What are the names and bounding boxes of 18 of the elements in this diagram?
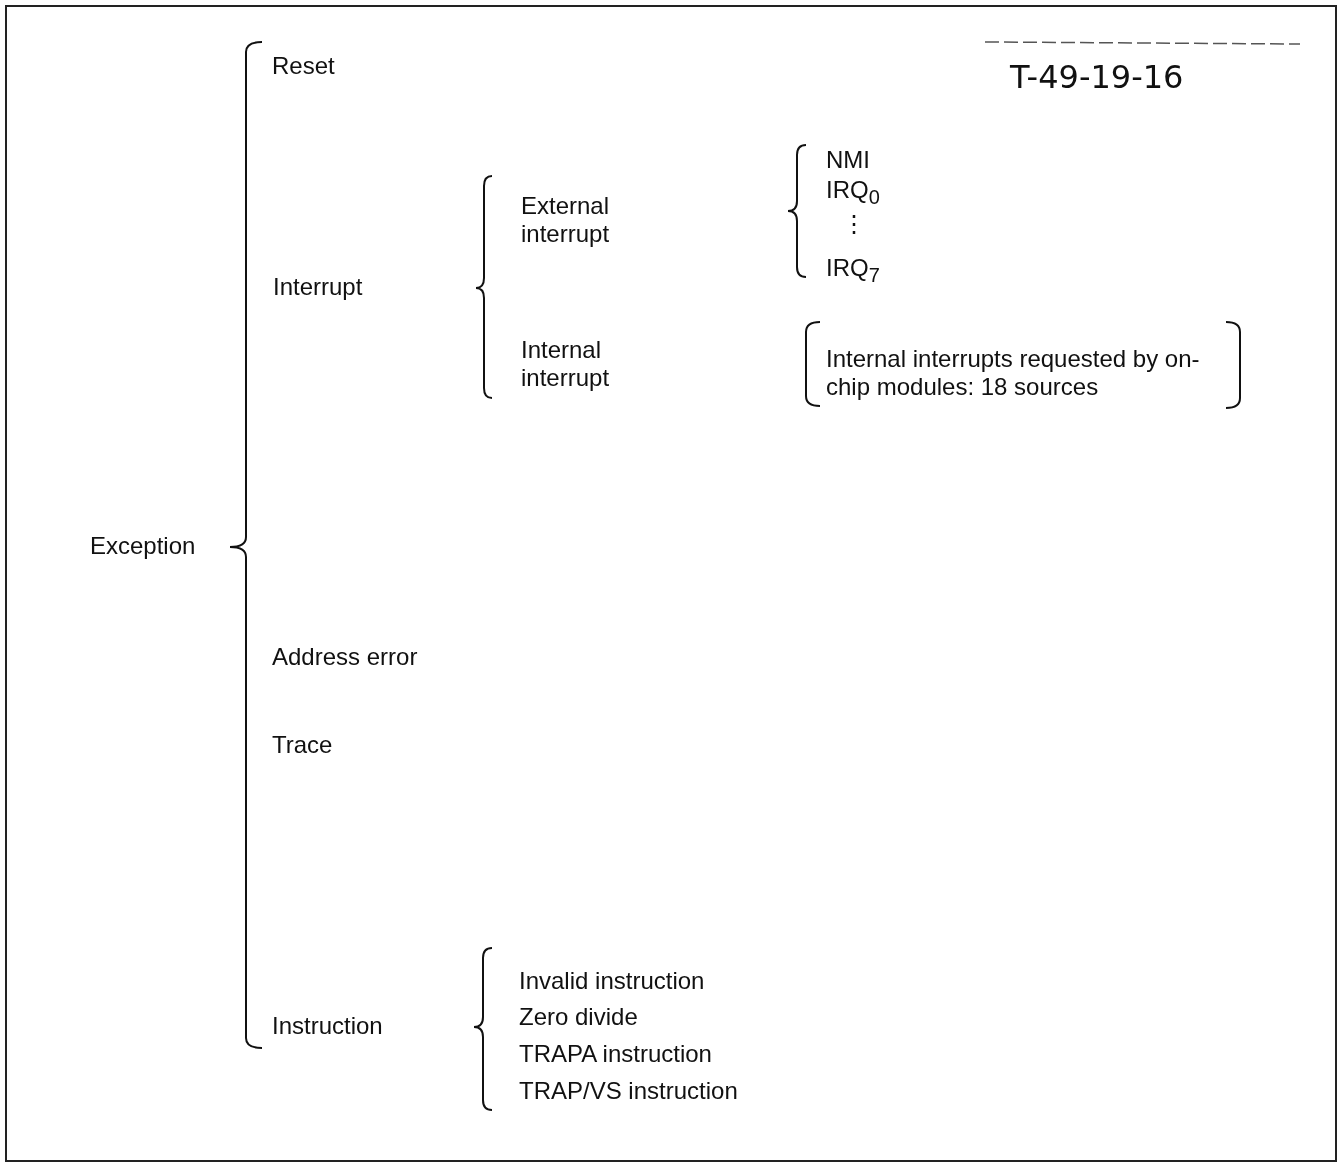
document-number: T-49-19-16 bbox=[1010, 58, 1184, 96]
source-label: IRQ$_{0}$ bbox=[826, 176, 880, 210]
note-text: Internal interrupts requested by on-chip modules: 18 sources bbox=[826, 345, 1201, 401]
category-label: Address error bbox=[272, 643, 418, 671]
category-label: Instruction bbox=[272, 1012, 383, 1040]
source-label: IRQ$_{7}$ bbox=[826, 254, 880, 288]
source-label: Invalid instruction bbox=[519, 967, 705, 995]
category-label: External interrupt bbox=[521, 192, 611, 248]
source-label: TRAP/VS instruction bbox=[519, 1077, 738, 1105]
source-label: Zero divide bbox=[519, 1003, 638, 1031]
category-label: Reset bbox=[272, 52, 335, 80]
category-label: Internal interrupt bbox=[521, 336, 611, 392]
source-label: TRAPA instruction bbox=[519, 1040, 712, 1068]
source-label: NMI bbox=[826, 146, 870, 174]
vertical-ellipsis: ⋮ bbox=[842, 210, 866, 238]
category-label: Trace bbox=[272, 731, 333, 759]
root-label: Exception bbox=[90, 532, 196, 560]
category-label: Interrupt bbox=[273, 273, 363, 301]
